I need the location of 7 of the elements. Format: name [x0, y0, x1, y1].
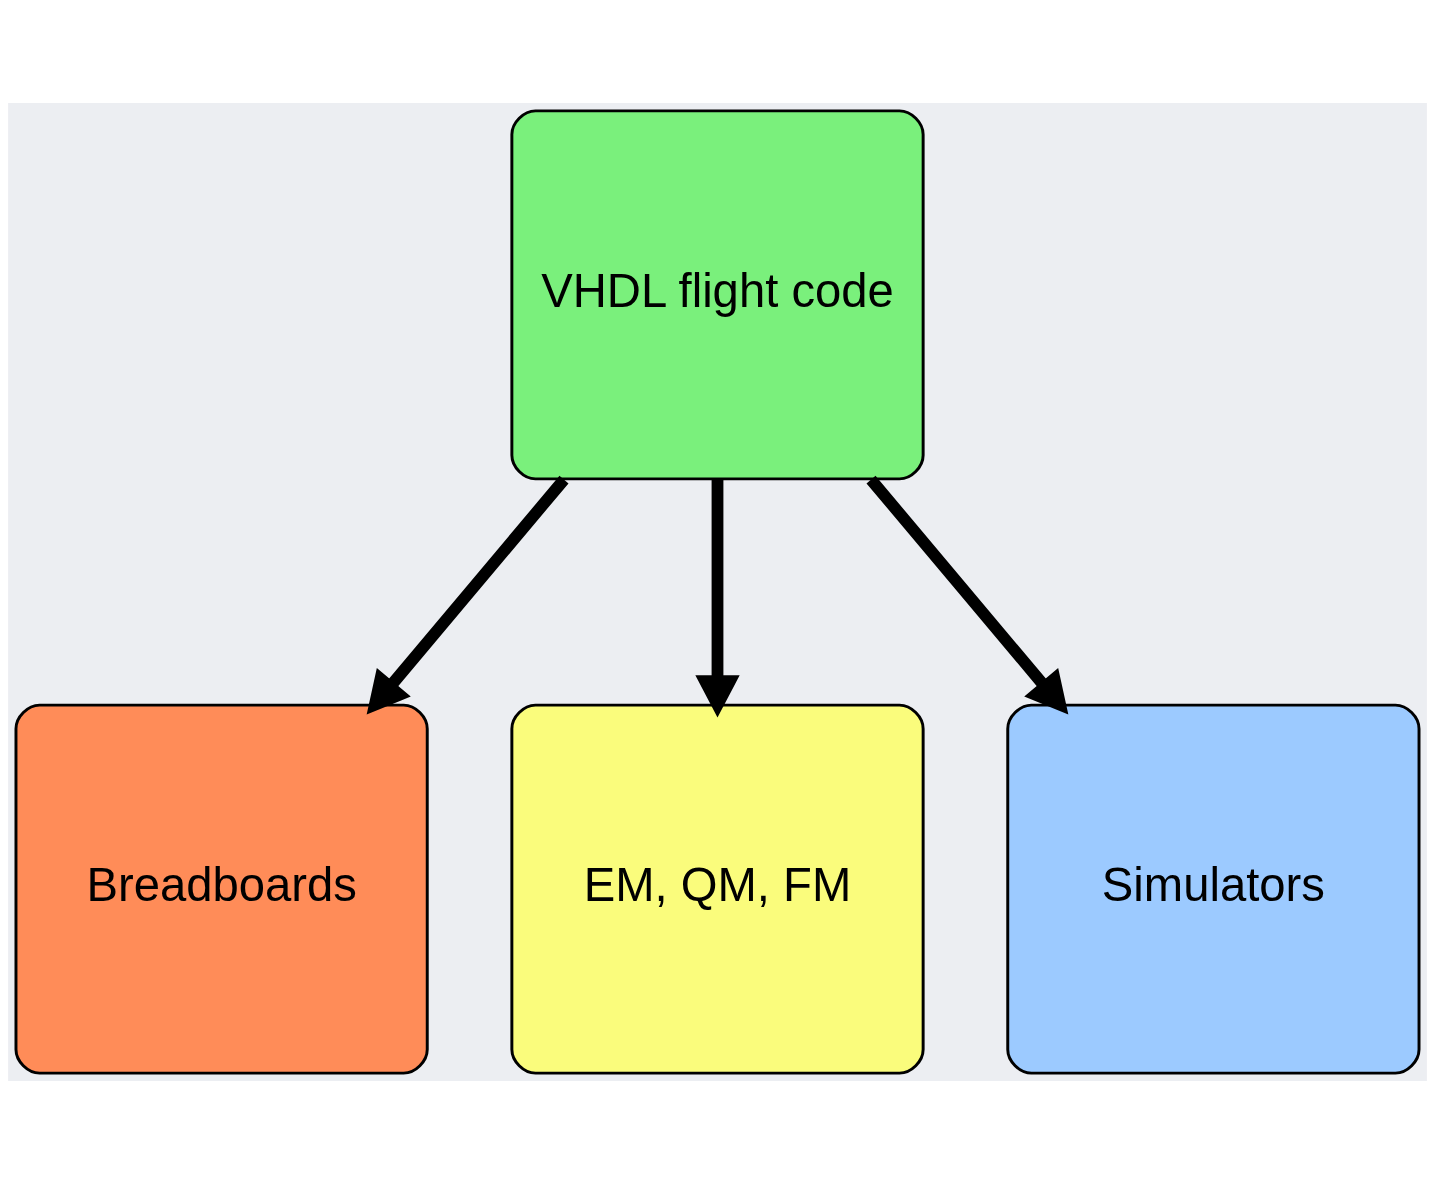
node-box: EM, QM, FM [510, 703, 925, 1075]
arrow [366, 475, 569, 715]
arrow [866, 475, 1069, 715]
arrow [695, 479, 740, 718]
node-box: Simulators [1006, 703, 1421, 1075]
node-box: VHDL flight code [510, 109, 925, 481]
node-box: Breadboards [14, 703, 429, 1075]
